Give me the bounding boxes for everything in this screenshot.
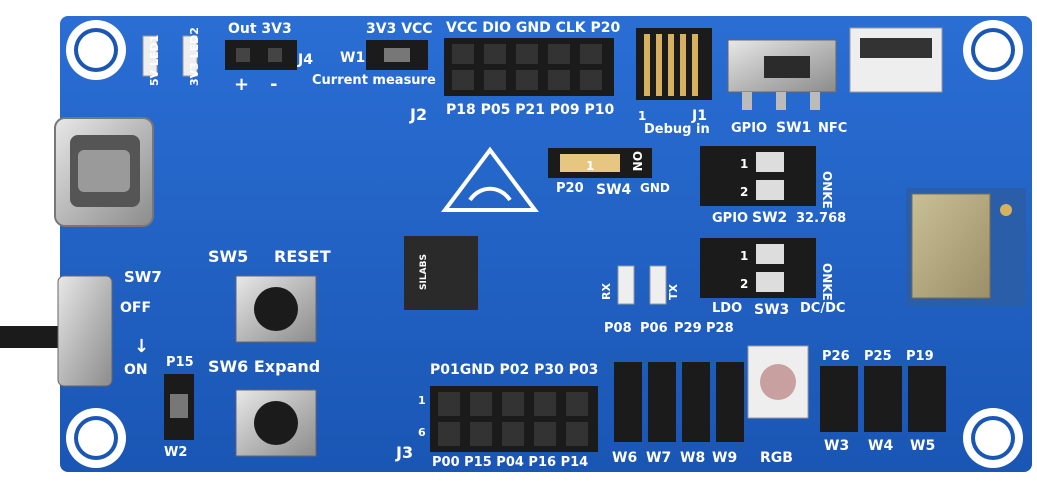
sw4-p20-label: P20	[556, 181, 584, 196]
w9-label: W9	[712, 450, 737, 466]
sw6-expand-label: SW6 Expand	[208, 357, 320, 376]
p29-label: P29	[674, 321, 702, 336]
reset-label: RESET	[274, 247, 331, 266]
j1-pin1-label: 1	[638, 109, 646, 123]
sw3-onke-label: ONKE	[820, 263, 834, 301]
p06-label: P06	[640, 321, 668, 336]
j2-top-label: VCC DIO GND CLK P20	[446, 20, 620, 36]
esd-warning-icon	[441, 146, 539, 212]
w5-label: W5	[910, 438, 935, 454]
rx-label: RX	[600, 283, 613, 300]
sw1-slide-switch[interactable]	[727, 39, 837, 110]
wireless-module	[906, 188, 1026, 306]
w9-jumper[interactable]	[716, 362, 744, 442]
j4-header[interactable]	[225, 40, 297, 70]
sw2-freq-label: 32.768	[796, 211, 846, 226]
sw2-label: SW2	[752, 210, 787, 226]
off-label: OFF	[120, 300, 151, 316]
nfc-connector[interactable]	[849, 27, 943, 93]
w5-jumper[interactable]	[908, 366, 946, 432]
debug-in-label: Debug in	[644, 122, 710, 137]
w6-jumper[interactable]	[614, 362, 642, 442]
sw7-label: SW7	[124, 268, 162, 286]
sw2-2-label: 2	[740, 185, 748, 199]
antenna-icon	[1000, 204, 1012, 216]
sw4-on-label: ON	[630, 151, 644, 171]
expand-button[interactable]	[235, 389, 317, 457]
mounting-hole-icon	[963, 20, 1023, 80]
w7-jumper[interactable]	[648, 362, 676, 442]
led2-label: 3V3 LED2	[188, 27, 201, 86]
tx-led-icon	[649, 265, 667, 305]
p08-label: P08	[604, 321, 632, 336]
sw3-dcdc-label: DC/DC	[800, 301, 845, 316]
led1-label: 5V LED1	[148, 35, 161, 86]
sw2-gpio-label: GPIO	[712, 211, 748, 226]
sw3-ldo-label: LDO	[712, 301, 742, 316]
j3-6-label: 6	[418, 426, 426, 439]
rx-led-icon	[617, 265, 635, 305]
3v3-vcc-label: 3V3 VCC	[366, 21, 433, 37]
sw1-label: SW1	[776, 120, 811, 136]
j1-label: J1	[691, 108, 707, 124]
p25-label: P25	[864, 349, 892, 364]
w2-label: W2	[164, 445, 187, 460]
sw2-onke-label: ONKE	[820, 171, 834, 209]
j2-bottom-label: P18 P05 P21 P09 P10	[446, 102, 614, 118]
w8-label: W8	[680, 450, 705, 466]
cp2102-chip: SILABS	[404, 236, 478, 310]
sw7-power-switch[interactable]	[0, 275, 113, 387]
out-3v3-label: Out 3V3	[228, 21, 292, 37]
w1-label: W1	[340, 50, 365, 66]
rgb-led-icon	[747, 345, 809, 419]
sw4-label: SW4	[596, 182, 632, 198]
sw5-label: SW5	[208, 247, 248, 266]
w3-jumper[interactable]	[820, 366, 858, 432]
mounting-hole-icon	[66, 20, 126, 80]
j2-label: J2	[409, 105, 427, 124]
plus-label: +	[234, 74, 249, 95]
w4-label: W4	[868, 438, 893, 454]
reset-button[interactable]	[235, 275, 317, 343]
current-measure-label: Current measure	[312, 73, 436, 88]
w3-label: W3	[824, 438, 849, 454]
minus-label: -	[270, 74, 277, 95]
svg-text:SILABS: SILABS	[419, 254, 429, 290]
led-icon	[182, 35, 198, 77]
w4-jumper[interactable]	[864, 366, 902, 432]
on-label: ON	[124, 362, 148, 378]
sw1-nfc-label: NFC	[818, 121, 847, 136]
j3-1-label: 1	[418, 394, 426, 407]
j4-label: J4	[297, 52, 313, 68]
sw3-2-label: 2	[740, 277, 748, 291]
sw4-num-label: 1	[586, 159, 594, 173]
led-icon	[142, 35, 158, 77]
rgb-label: RGB	[760, 450, 793, 466]
sw3-label: SW3	[754, 302, 789, 318]
j3-bottom-label: P00 P15 P04 P16 P14	[432, 455, 588, 470]
arrow-down-icon: ↓	[134, 336, 149, 357]
sw3-1-label: 1	[740, 249, 748, 263]
j3-label: J3	[395, 443, 413, 462]
w7-label: W7	[646, 450, 671, 466]
w8-jumper[interactable]	[682, 362, 710, 442]
mounting-hole-icon	[66, 408, 126, 468]
j3-top-label: P01GND P02 P30 P03	[430, 362, 598, 378]
tx-label: TX	[667, 283, 680, 300]
p15-label: P15	[166, 355, 194, 370]
sw1-gpio-label: GPIO	[731, 121, 767, 136]
p28-label: P28	[706, 321, 734, 336]
sw2-1-label: 1	[740, 157, 748, 171]
mounting-hole-icon	[963, 408, 1023, 468]
usb-c-connector[interactable]	[54, 117, 154, 227]
p19-label: P19	[906, 349, 934, 364]
w6-label: W6	[612, 450, 637, 466]
p26-label: P26	[822, 349, 850, 364]
sw4-gnd-label: GND	[640, 181, 670, 195]
